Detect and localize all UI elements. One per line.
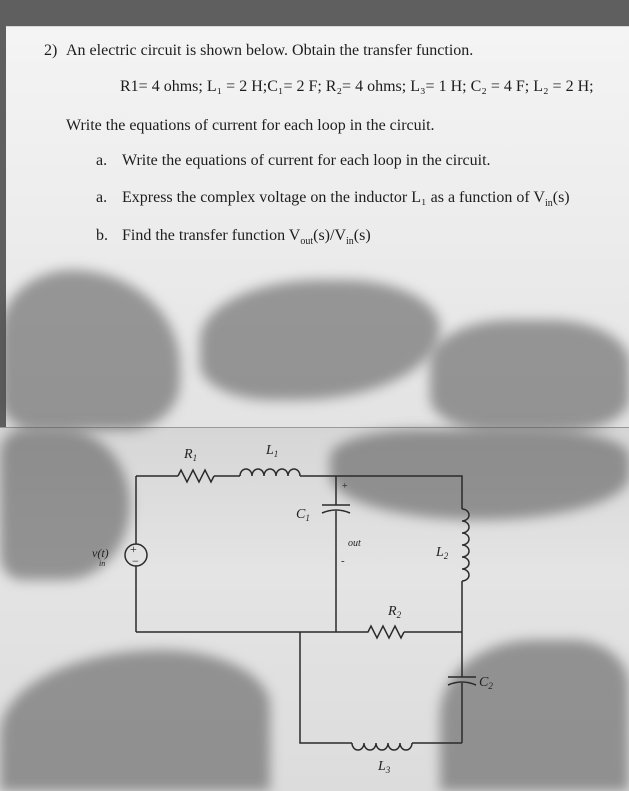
label-l2: L2 <box>435 545 449 561</box>
source-minus: − <box>132 554 139 568</box>
label-l3: L3 <box>377 759 391 775</box>
item-mid: (s)/V <box>313 227 347 244</box>
label-r1: R1 <box>183 447 197 463</box>
capacitor-c1-plate <box>321 509 351 514</box>
question-text: An electric circuit is shown below. Obta… <box>66 42 474 59</box>
label-source-sub: in <box>99 559 105 568</box>
label-r2: R2 <box>387 604 402 620</box>
item-tail: (s) <box>552 189 570 206</box>
shadow <box>440 640 629 791</box>
label-c2: C2 <box>479 675 493 691</box>
shadow <box>330 430 629 520</box>
wire <box>299 632 352 744</box>
inductor-l2 <box>461 508 470 582</box>
inductor-l3 <box>351 742 413 751</box>
item-label: b. <box>96 227 108 244</box>
source-plus: + <box>130 542 137 556</box>
resistor-r1 <box>177 468 215 484</box>
list-item: b. Find the transfer function Vout(s)/Vin… <box>96 227 371 247</box>
label-out: out <box>348 538 361 549</box>
subscript: in <box>544 198 553 210</box>
subscript: out <box>300 236 314 248</box>
label-l1: L1 <box>265 443 278 459</box>
list-item: a. Express the complex voltage on the ind… <box>96 189 570 209</box>
label-source: v(t) <box>92 546 109 560</box>
item-label: a. <box>96 189 108 206</box>
label-minus: - <box>341 555 345 567</box>
item-text: Find the transfer function V <box>122 227 301 244</box>
shadow <box>430 320 629 430</box>
item-label: a. <box>96 152 108 169</box>
instruction: Write the equations of current for each … <box>66 117 435 134</box>
voltage-source <box>124 543 148 567</box>
list-item: a. Write the equations of current for eac… <box>96 152 491 170</box>
label-c1: C1 <box>296 507 310 523</box>
item-text: Write the equations of current for each … <box>122 152 491 169</box>
circuit-diagram: + − R1 L1 C1 + out - L2 v(t) in R2 C2 L3 <box>92 443 493 775</box>
label-plus: + <box>342 481 348 492</box>
inductor-l1 <box>239 468 301 477</box>
capacitor-c2-plate <box>447 681 477 686</box>
item-tail: (s) <box>353 227 371 244</box>
resistor-r2 <box>362 624 405 640</box>
subscript: in <box>346 236 354 248</box>
question-number: 2) <box>44 42 58 59</box>
wire <box>336 475 463 509</box>
shadow <box>0 430 130 580</box>
given-values: R1= 4 ohms; L₁ = 2 H;C₁= 2 F; R₂= 4 ohms… <box>120 78 594 95</box>
item-text: Express the complex voltage on the induc… <box>122 189 545 206</box>
